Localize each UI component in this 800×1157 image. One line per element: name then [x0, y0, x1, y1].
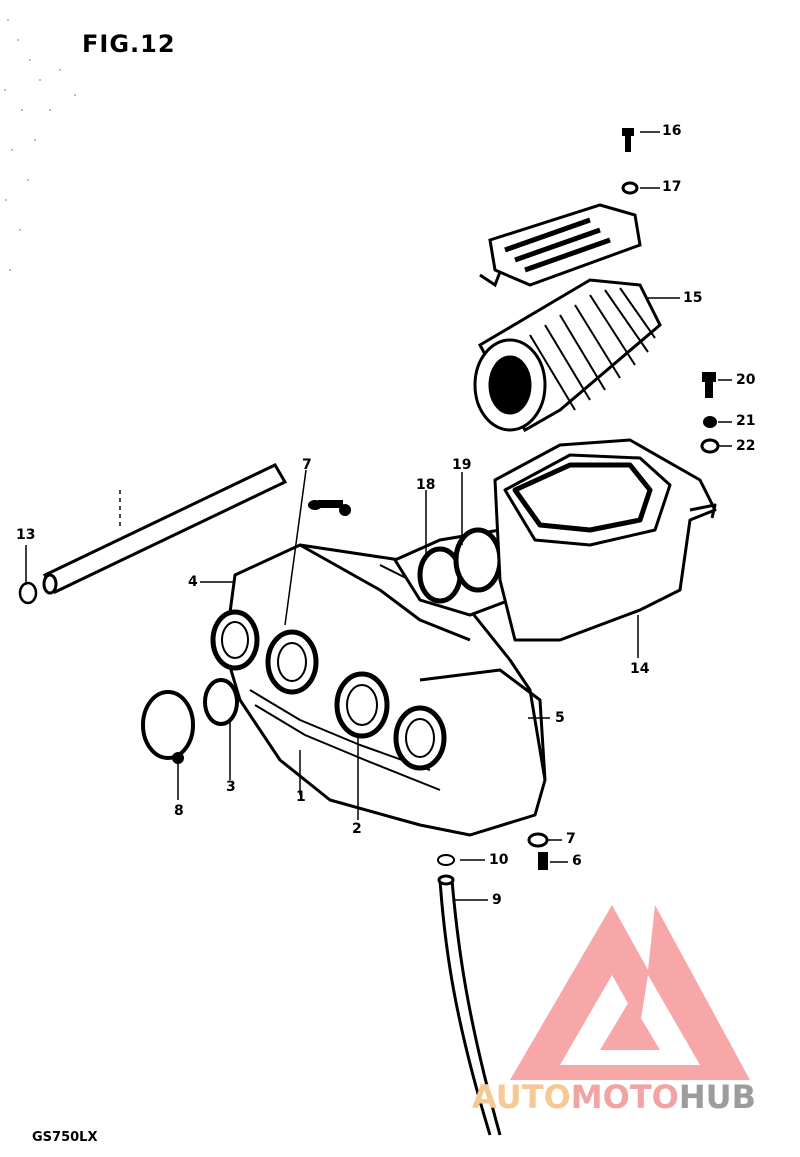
model-code: GS750LX	[32, 1130, 98, 1145]
callout-3: 3	[226, 779, 236, 795]
callout-9: 9	[492, 892, 502, 908]
watermark-text: AUTOMOTOHUB	[472, 1078, 756, 1116]
cover-plate	[479, 203, 642, 288]
callout-7-lower: 7	[566, 831, 576, 847]
watermark-hub: HUB	[678, 1078, 757, 1116]
callout-4: 4	[188, 574, 198, 590]
callout-21: 21	[736, 413, 756, 429]
figure-title: FIG.12	[82, 30, 176, 58]
callout-22: 22	[736, 438, 756, 454]
washer-17	[621, 181, 639, 195]
callout-17: 17	[662, 179, 682, 195]
connector-tube	[392, 527, 512, 617]
watermark-logo-icon	[510, 905, 750, 1080]
washer-21	[703, 416, 717, 428]
callout-19: 19	[452, 457, 472, 473]
screw-16	[622, 128, 634, 152]
callout-15: 15	[683, 290, 703, 306]
scan-speckle	[4, 19, 76, 271]
callout-13: 13	[16, 527, 36, 543]
intake-boots	[210, 609, 447, 771]
washer-7	[527, 832, 549, 848]
callout-7-upper: 7	[302, 457, 312, 473]
callout-2: 2	[352, 821, 362, 837]
callout-8: 8	[174, 803, 184, 819]
clamp-8	[141, 690, 195, 764]
leader-lines	[25, 131, 732, 901]
callout-18: 18	[416, 477, 436, 493]
breather-tube	[437, 874, 502, 1136]
callout-14: 14	[630, 661, 650, 677]
callout-1: 1	[296, 789, 306, 805]
filter-element	[473, 278, 662, 433]
rod	[42, 463, 288, 595]
callout-20: 20	[736, 372, 756, 388]
callout-16: 16	[662, 123, 682, 139]
bolt-6	[538, 852, 548, 870]
intake-boots-inner	[221, 621, 435, 758]
watermark-moto: MOTO	[570, 1078, 679, 1116]
callout-5: 5	[555, 710, 565, 726]
screw-20	[702, 372, 716, 398]
callout-10: 10	[489, 852, 509, 868]
filter-case	[493, 438, 717, 642]
washer-22	[700, 438, 720, 454]
callout-6: 6	[572, 853, 582, 869]
clamp-10	[437, 854, 455, 866]
watermark-auto: AUTO	[472, 1078, 571, 1116]
clip-13	[18, 581, 38, 605]
ring-3	[203, 678, 239, 726]
bolt-top	[308, 500, 351, 516]
filter-pleats	[529, 287, 656, 411]
